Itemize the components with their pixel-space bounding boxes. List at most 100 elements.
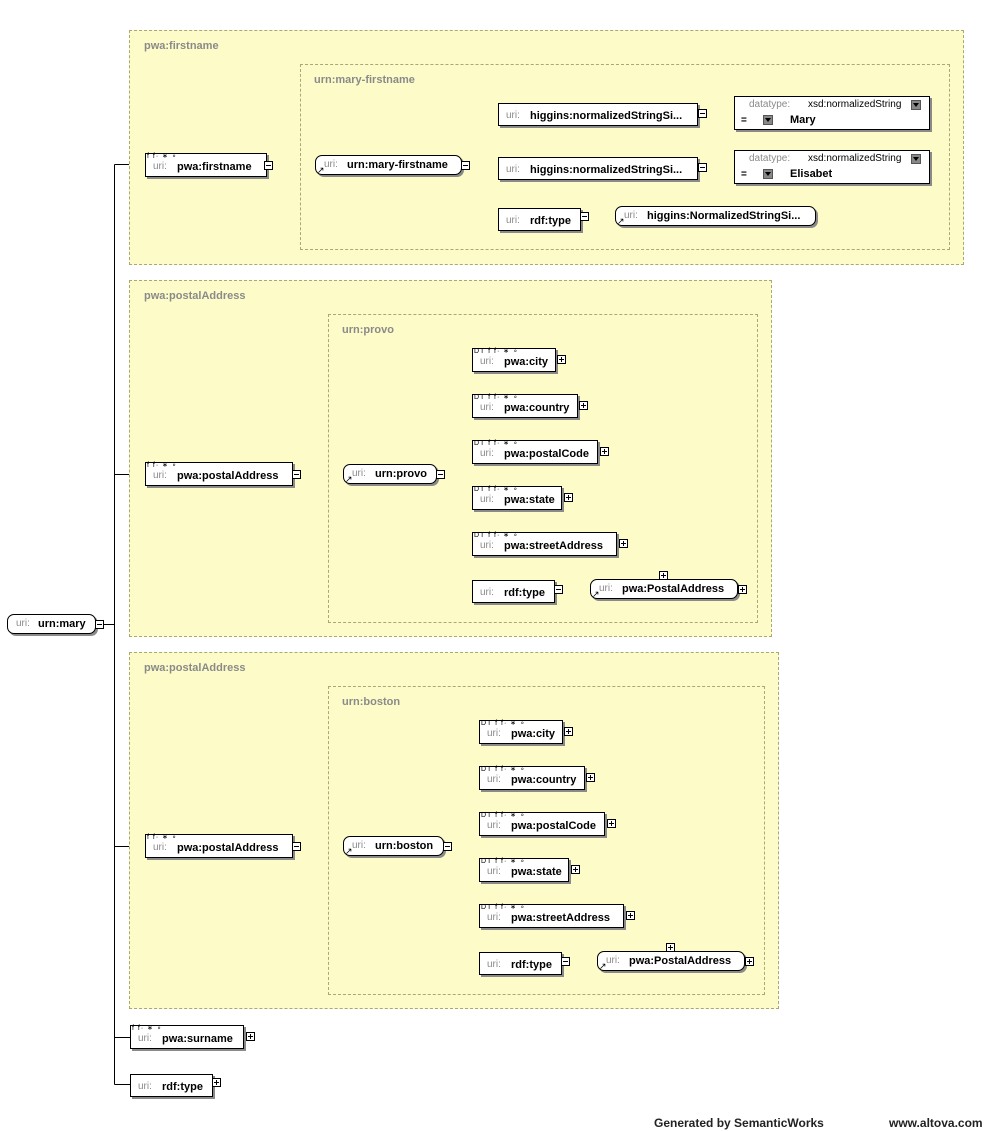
literal-value: Elisabet bbox=[790, 168, 833, 180]
link-arrow-icon: ↗ bbox=[317, 165, 325, 175]
resource-urn-boston[interactable]: ↗ uri: urn:boston bbox=[343, 836, 444, 856]
flags-icon: f f· ∗ ∘ bbox=[132, 1025, 163, 1032]
uri-label: uri: bbox=[352, 468, 366, 479]
collapse-button[interactable] bbox=[292, 470, 301, 479]
collapse-button[interactable] bbox=[436, 470, 445, 479]
property-pwa-country[interactable]: DT f f· ∗ ∘ uri: pwa:country bbox=[479, 766, 585, 790]
expand-button[interactable] bbox=[571, 865, 580, 874]
uri-label: uri: bbox=[153, 470, 167, 481]
expand-button[interactable] bbox=[557, 355, 566, 364]
collapse-button[interactable] bbox=[264, 161, 273, 170]
uri-label: uri: bbox=[487, 912, 501, 923]
collapse-button[interactable] bbox=[292, 842, 301, 851]
uri-label: uri: bbox=[153, 161, 167, 172]
uri-label: uri: bbox=[480, 448, 494, 459]
expand-button[interactable] bbox=[607, 819, 616, 828]
property-name: pwa:postalAddress bbox=[177, 842, 279, 854]
inner-group-label: urn:boston bbox=[342, 696, 401, 708]
resource-pwa-postal-address[interactable]: ↗ uri: pwa:PostalAddress bbox=[597, 951, 745, 971]
property-name: pwa:streetAddress bbox=[511, 912, 611, 924]
collapse-button[interactable] bbox=[698, 109, 707, 118]
collapse-button[interactable] bbox=[95, 620, 104, 629]
uri-label: uri: bbox=[487, 728, 501, 739]
collapse-button[interactable] bbox=[554, 585, 563, 594]
property-name: pwa:country bbox=[504, 402, 570, 414]
property-pwa-city[interactable]: DT f f· ∗ ∘ uri: pwa:city bbox=[479, 720, 563, 744]
property-higgins-normalized-2[interactable]: uri: higgins:normalizedStringSi... bbox=[498, 157, 698, 180]
property-rdf-type[interactable]: uri: rdf:type bbox=[472, 580, 555, 603]
property-name: rdf:type bbox=[511, 959, 552, 971]
uri-label: uri: bbox=[480, 356, 494, 367]
collapse-button[interactable] bbox=[561, 957, 570, 966]
datatype-value: xsd:normalizedString bbox=[808, 153, 902, 164]
expand-button[interactable] bbox=[738, 585, 747, 594]
resource-pwa-postal-address[interactable]: ↗ uri: pwa:PostalAddress bbox=[590, 579, 738, 599]
property-rdf-type[interactable]: uri: rdf:type bbox=[130, 1074, 213, 1097]
resource-name: higgins:NormalizedStringSi... bbox=[647, 210, 801, 222]
resource-name: urn:provo bbox=[375, 468, 427, 480]
expand-button[interactable] bbox=[745, 957, 754, 966]
property-pwa-state[interactable]: DT f f· ∗ ∘ uri: pwa:state bbox=[472, 486, 562, 510]
resource-higgins-normalized-string[interactable]: ↗ uri: higgins:NormalizedStringSi... bbox=[615, 206, 816, 226]
flags-icon: DT f f· ∗ ∘ bbox=[481, 858, 526, 865]
property-pwa-city[interactable]: DT f f· ∗ ∘ uri: pwa:city bbox=[472, 348, 556, 372]
property-name: higgins:normalizedStringSi... bbox=[530, 110, 683, 122]
property-name: pwa:state bbox=[511, 866, 562, 878]
flags-icon: DT f f· ∗ ∘ bbox=[481, 812, 526, 819]
datatype-dropdown-icon[interactable] bbox=[911, 154, 921, 164]
property-rdf-type[interactable]: uri: rdf:type bbox=[479, 952, 562, 975]
expand-button[interactable] bbox=[619, 539, 628, 548]
uri-label: uri: bbox=[352, 840, 366, 851]
root-resource-urn-mary[interactable]: uri: urn:mary bbox=[7, 614, 96, 634]
altova-link[interactable]: www.altova.com bbox=[889, 1116, 983, 1130]
property-pwa-street-address[interactable]: DT f f· ∗ ∘ uri: pwa:streetAddress bbox=[479, 904, 624, 928]
expand-button[interactable] bbox=[212, 1078, 221, 1087]
expand-button[interactable] bbox=[579, 401, 588, 410]
collapse-button[interactable] bbox=[698, 163, 707, 172]
literal-elisabet[interactable]: datatype: xsd:normalizedString = Elisabe… bbox=[734, 150, 930, 184]
operator-dropdown-icon[interactable] bbox=[763, 169, 773, 179]
collapse-button[interactable] bbox=[443, 842, 452, 851]
collapse-button[interactable] bbox=[580, 212, 589, 221]
property-name: pwa:streetAddress bbox=[504, 540, 604, 552]
uri-label: uri: bbox=[487, 820, 501, 831]
property-name: pwa:city bbox=[511, 728, 556, 740]
property-pwa-country[interactable]: DT f f· ∗ ∘ uri: pwa:country bbox=[472, 394, 578, 418]
expand-button[interactable] bbox=[600, 447, 609, 456]
uri-label: uri: bbox=[624, 210, 638, 221]
literal-value: Mary bbox=[790, 114, 816, 126]
expand-button[interactable] bbox=[564, 727, 573, 736]
property-pwa-postal-address[interactable]: f f· ∗ ∘ uri: pwa:postalAddress bbox=[145, 462, 293, 486]
resource-name: pwa:PostalAddress bbox=[622, 583, 725, 595]
collapse-button[interactable] bbox=[461, 161, 470, 170]
property-higgins-normalized-1[interactable]: uri: higgins:normalizedStringSi... bbox=[498, 103, 698, 126]
expand-button[interactable] bbox=[564, 493, 573, 502]
property-pwa-postal-code[interactable]: DT f f· ∗ ∘ uri: pwa:postalCode bbox=[479, 812, 605, 836]
expand-button[interactable] bbox=[586, 773, 595, 782]
resource-name: pwa:PostalAddress bbox=[629, 955, 732, 967]
expand-button[interactable] bbox=[246, 1032, 255, 1041]
property-name: rdf:type bbox=[530, 215, 571, 227]
resource-urn-provo[interactable]: ↗ uri: urn:provo bbox=[343, 464, 437, 484]
uri-label: uri: bbox=[480, 402, 494, 413]
inner-group-label: urn:mary-firstname bbox=[314, 74, 415, 86]
datatype-value: xsd:normalizedString bbox=[808, 99, 902, 110]
property-pwa-firstname[interactable]: f f· ∗ ∘ uri: pwa:firstname bbox=[145, 153, 267, 177]
property-name: pwa:postalCode bbox=[511, 820, 596, 832]
literal-mary[interactable]: datatype: xsd:normalizedString = Mary bbox=[734, 96, 930, 130]
property-pwa-postal-code[interactable]: DT f f· ∗ ∘ uri: pwa:postalCode bbox=[472, 440, 598, 464]
property-pwa-surname[interactable]: f f· ∗ ∘ uri: pwa:surname bbox=[130, 1025, 244, 1049]
resource-urn-mary-firstname[interactable]: ↗ uri: urn:mary-firstname bbox=[315, 155, 462, 175]
property-pwa-state[interactable]: DT f f· ∗ ∘ uri: pwa:state bbox=[479, 858, 569, 882]
property-rdf-type[interactable]: uri: rdf:type bbox=[498, 208, 581, 231]
flags-icon: f f· ∗ ∘ bbox=[147, 153, 178, 160]
property-pwa-street-address[interactable]: DT f f· ∗ ∘ uri: pwa:streetAddress bbox=[472, 532, 617, 556]
property-pwa-postal-address[interactable]: f f· ∗ ∘ uri: pwa:postalAddress bbox=[145, 834, 293, 858]
link-arrow-icon: ↗ bbox=[345, 474, 353, 484]
uri-label: uri: bbox=[138, 1033, 152, 1044]
datatype-dropdown-icon[interactable] bbox=[911, 100, 921, 110]
expand-button[interactable] bbox=[626, 911, 635, 920]
flags-icon: f f· ∗ ∘ bbox=[147, 834, 178, 841]
operator-dropdown-icon[interactable] bbox=[763, 115, 773, 125]
flags-icon: DT f f· ∗ ∘ bbox=[474, 348, 519, 355]
